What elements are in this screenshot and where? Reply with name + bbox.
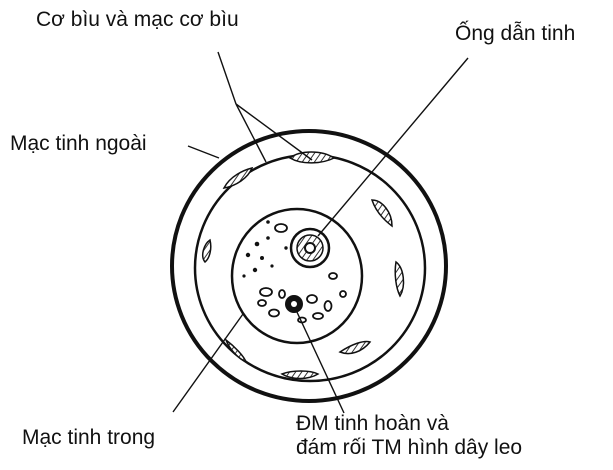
label-artery-line2: đám rối TM hình dây leo [296, 436, 522, 460]
leader-line-cremaster [218, 52, 236, 104]
leader-line-cremaster [236, 104, 266, 162]
leader-lines [173, 52, 468, 413]
vein [260, 288, 272, 296]
label-artery-plexus: ĐM tinh hoàn và đám rối TM hình dây leo [296, 412, 522, 460]
label-vas-deferens: Ống dẫn tinh [455, 22, 575, 46]
vein [275, 224, 287, 232]
muscle-bundle [282, 371, 318, 379]
leader-line-external [188, 146, 219, 158]
internal-spermatic-fascia [232, 209, 362, 343]
vein [329, 273, 337, 279]
vein [313, 313, 323, 319]
muscle-bundle [226, 340, 246, 362]
muscle-bundle [290, 152, 334, 163]
leader-line-vas [318, 58, 468, 236]
vein [269, 310, 279, 317]
leader-line-artery [296, 310, 344, 413]
vein [279, 290, 285, 298]
vein [340, 291, 346, 297]
vein [325, 301, 332, 311]
muscle-bundle [372, 200, 392, 226]
label-internal-fascia: Mạc tinh trong [22, 426, 155, 450]
label-artery-line1: ĐM tinh hoàn và [296, 412, 522, 436]
muscle-bundle [395, 262, 403, 296]
muscle-bundle [340, 341, 370, 353]
vas-deferens [291, 229, 329, 267]
muscle-bundle [203, 240, 211, 262]
muscle-bundle [224, 168, 252, 188]
testicular-artery [285, 295, 303, 313]
label-cremaster: Cơ bìu và mạc cơ bìu [36, 8, 239, 32]
leader-line-internal [173, 314, 243, 412]
vein [258, 300, 266, 306]
label-external-fascia: Mạc tinh ngoài [10, 132, 147, 156]
vein [307, 295, 317, 303]
